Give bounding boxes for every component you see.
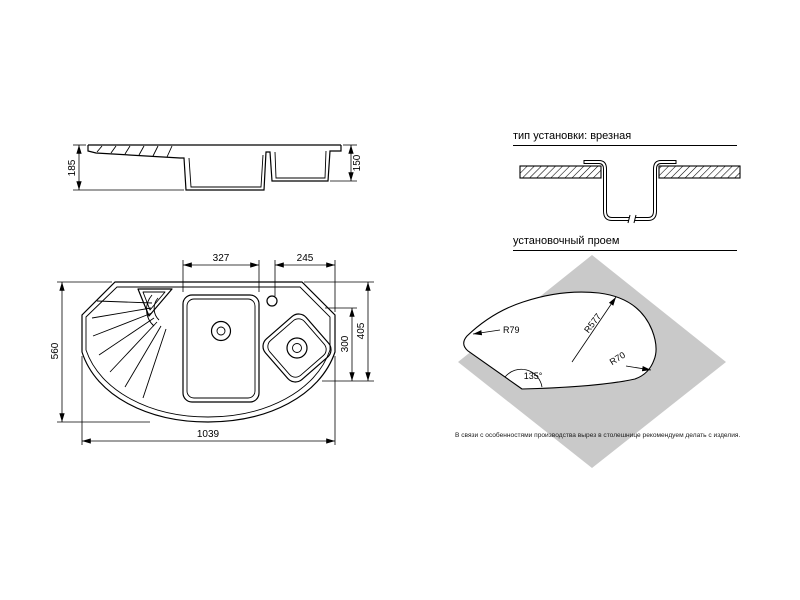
cutout-shape [463, 291, 657, 390]
tap-hole [266, 295, 278, 307]
sink-outline-outer [81, 281, 336, 423]
corner-tray-inner [142, 291, 166, 311]
angle-label-135: 135° [524, 371, 543, 381]
installation-type-title: тип установки: врезная [513, 130, 737, 146]
sink-outline-inner [85, 286, 331, 418]
opening-title: установочный проем [513, 235, 737, 251]
opening-diagram: R79 R577 R70 135° [458, 255, 726, 468]
opening-annotation-lines [472, 296, 652, 388]
dim-label-300: 300 [340, 335, 351, 352]
main-bowl-drain [210, 320, 232, 342]
angle-arc [504, 368, 543, 388]
main-bowl-inner [186, 298, 256, 399]
cross-section [519, 160, 741, 224]
dim-label-185: 185 [67, 159, 78, 176]
small-bowl-inner-wall [274, 150, 327, 179]
small-bowl [262, 313, 332, 383]
production-note: В связи с особенностями производства выр… [455, 432, 741, 439]
plan-dimension-lines [57, 260, 374, 445]
r79-leader [472, 329, 501, 336]
main-bowl-inner-wall [188, 154, 264, 188]
dim-label-405: 405 [356, 322, 367, 339]
r577-leader [571, 296, 617, 363]
dim-label-1039: 1039 [197, 429, 220, 440]
side-dimension-lines [73, 144, 357, 191]
drainboard-ribs [96, 145, 173, 158]
side-view: 185 150 [67, 144, 363, 191]
small-bowl-drain [286, 337, 308, 359]
main-bowl-outer [182, 294, 260, 403]
side-profile-body [87, 145, 342, 191]
dim-label-560: 560 [50, 342, 61, 359]
plan-view: 327 245 560 1039 300 405 [50, 253, 374, 445]
r70-leader [625, 365, 652, 372]
dim-label-245: 245 [297, 253, 314, 264]
drainboard-fan [91, 294, 167, 399]
dim-label-150: 150 [352, 154, 363, 171]
sink-profile-section [583, 160, 677, 224]
main-bowl-drain-center [216, 326, 226, 336]
radius-label-r79: R79 [503, 325, 520, 335]
dim-label-327: 327 [213, 253, 230, 264]
countertop-left [519, 165, 602, 179]
small-bowl-drain-center [292, 343, 302, 353]
countertop-right [658, 165, 741, 179]
